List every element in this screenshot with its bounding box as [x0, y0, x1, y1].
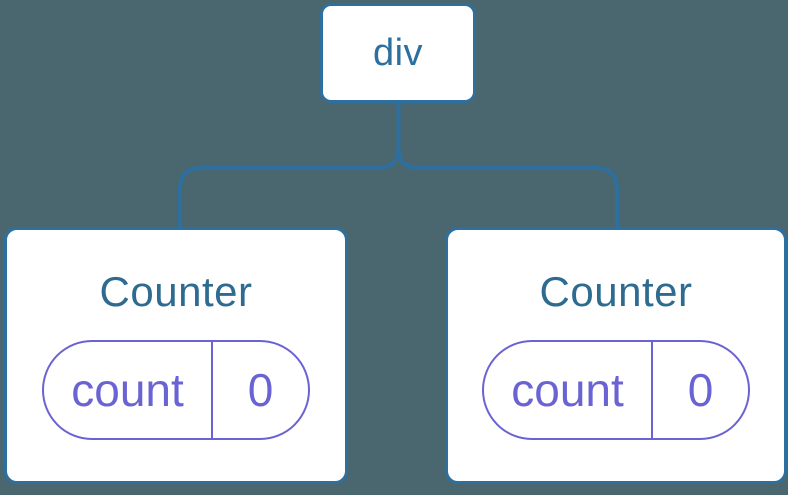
state-value: 0 — [211, 342, 308, 439]
connector-right-branch — [396, 103, 619, 229]
state-pill: count 0 — [482, 340, 750, 441]
component-title: Counter — [99, 268, 253, 315]
connector-left-branch — [178, 103, 401, 229]
state-value: 0 — [651, 342, 748, 439]
root-node-label: div — [372, 31, 424, 74]
state-pill: count 0 — [42, 340, 310, 441]
component-title: Counter — [539, 268, 693, 315]
root-node: div — [320, 3, 476, 103]
counter-node-right: Counter count 0 — [445, 227, 787, 484]
state-key-label: count — [511, 364, 624, 417]
state-key-label: count — [71, 364, 184, 417]
counter-node-left: Counter count 0 — [4, 227, 348, 484]
